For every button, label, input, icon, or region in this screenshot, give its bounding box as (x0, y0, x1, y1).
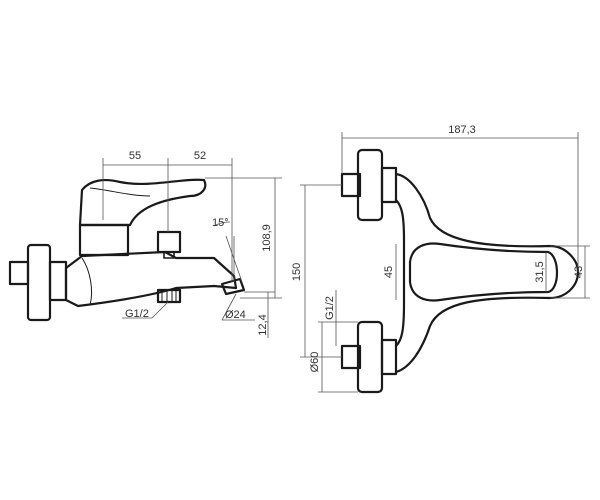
connector-nut (48, 260, 68, 302)
dim-height-total: 108,9 (261, 224, 273, 252)
lever-handle (78, 178, 207, 227)
dim-width-left: 55 (129, 150, 141, 162)
dim-thread-top: G1/2 (324, 296, 336, 320)
top-nut (380, 166, 398, 204)
hose-connector (156, 288, 182, 304)
lever-highlight (89, 187, 151, 197)
top-lever (408, 242, 559, 302)
dim-body-height: 43 (573, 266, 585, 278)
wall-connector (8, 260, 30, 286)
dim-outlet-height: 12,4 (257, 314, 269, 335)
dim-width-right: 52 (194, 150, 206, 162)
wall-flange (26, 243, 52, 322)
diverter-knob (156, 230, 182, 254)
top-flange (356, 148, 384, 222)
top-view: 187,3 150 G1/2 Ø60 45 31,5 43 (291, 124, 590, 394)
top-body-outline (394, 172, 580, 374)
diverter-stem (163, 251, 175, 259)
dim-lever-tip: 31,5 (534, 261, 546, 282)
dim-thread: G1/2 (125, 308, 149, 320)
bottom-flange (356, 320, 384, 394)
dim-centre-distance: 150 (291, 263, 303, 281)
dim-overall-length: 187,3 (448, 124, 476, 136)
dim-flange-diameter: Ø60 (309, 352, 321, 373)
dim-angle: 15° (212, 217, 229, 229)
bottom-nut (380, 338, 398, 376)
side-view: 55 52 15° 108,9 12,4 Ø24 G1/2 (8, 150, 282, 338)
body-contour (81, 257, 93, 306)
cartridge-column (78, 223, 130, 257)
top-body-inner (394, 198, 406, 348)
dim-outlet-diameter: Ø24 (225, 309, 246, 321)
dim-lever-width: 45 (383, 266, 395, 278)
